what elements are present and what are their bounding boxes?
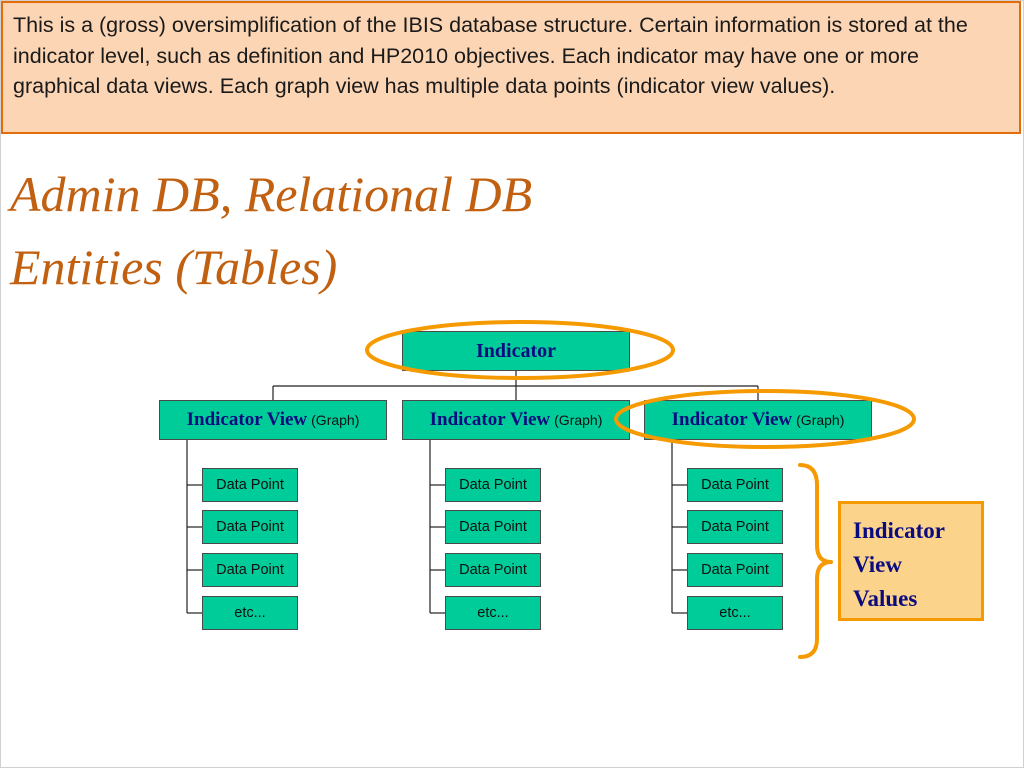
node-sublabel: (Graph) bbox=[554, 412, 603, 428]
slide-title: Admin DB, Relational DB Entities (Tables… bbox=[10, 158, 770, 304]
curly-brace bbox=[798, 463, 833, 659]
node-indicator-view-1: Indicator View (Graph) bbox=[159, 400, 387, 440]
node-data-point: Data Point bbox=[687, 468, 783, 502]
node-data-point: Data Point bbox=[445, 553, 541, 587]
node-etc: etc... bbox=[687, 596, 783, 630]
node-data-point: Data Point bbox=[202, 553, 298, 587]
node-data-point: Data Point bbox=[202, 510, 298, 544]
node-sublabel: (Graph) bbox=[311, 412, 360, 428]
highlight-ellipse-indicator bbox=[365, 320, 675, 380]
node-indicator-view-2: Indicator View (Graph) bbox=[402, 400, 630, 440]
slide-title-line-1: Admin DB, Relational DB bbox=[10, 166, 533, 222]
node-label: Indicator View bbox=[671, 409, 793, 430]
node-etc: etc... bbox=[445, 596, 541, 630]
callout-line-3: Values bbox=[853, 586, 918, 611]
callout-line-1: Indicator bbox=[853, 518, 945, 543]
node-data-point: Data Point bbox=[687, 553, 783, 587]
node-indicator-view-3: Indicator View (Graph) bbox=[644, 400, 872, 440]
node-data-point: Data Point bbox=[445, 510, 541, 544]
indicator-view-values-callout: Indicator View Values bbox=[838, 501, 984, 621]
slide-title-line-2: Entities (Tables) bbox=[10, 239, 338, 295]
node-indicator: Indicator bbox=[402, 331, 630, 371]
node-label: Indicator View bbox=[186, 409, 308, 430]
callout-line-2: View bbox=[853, 552, 902, 577]
node-label: Indicator View bbox=[429, 409, 551, 430]
highlight-ellipse-view bbox=[614, 389, 916, 449]
node-data-point: Data Point bbox=[687, 510, 783, 544]
speaker-note: This is a (gross) oversimplification of … bbox=[1, 1, 1021, 134]
node-data-point: Data Point bbox=[445, 468, 541, 502]
node-sublabel: (Graph) bbox=[796, 412, 845, 428]
node-etc: etc... bbox=[202, 596, 298, 630]
node-data-point: Data Point bbox=[202, 468, 298, 502]
